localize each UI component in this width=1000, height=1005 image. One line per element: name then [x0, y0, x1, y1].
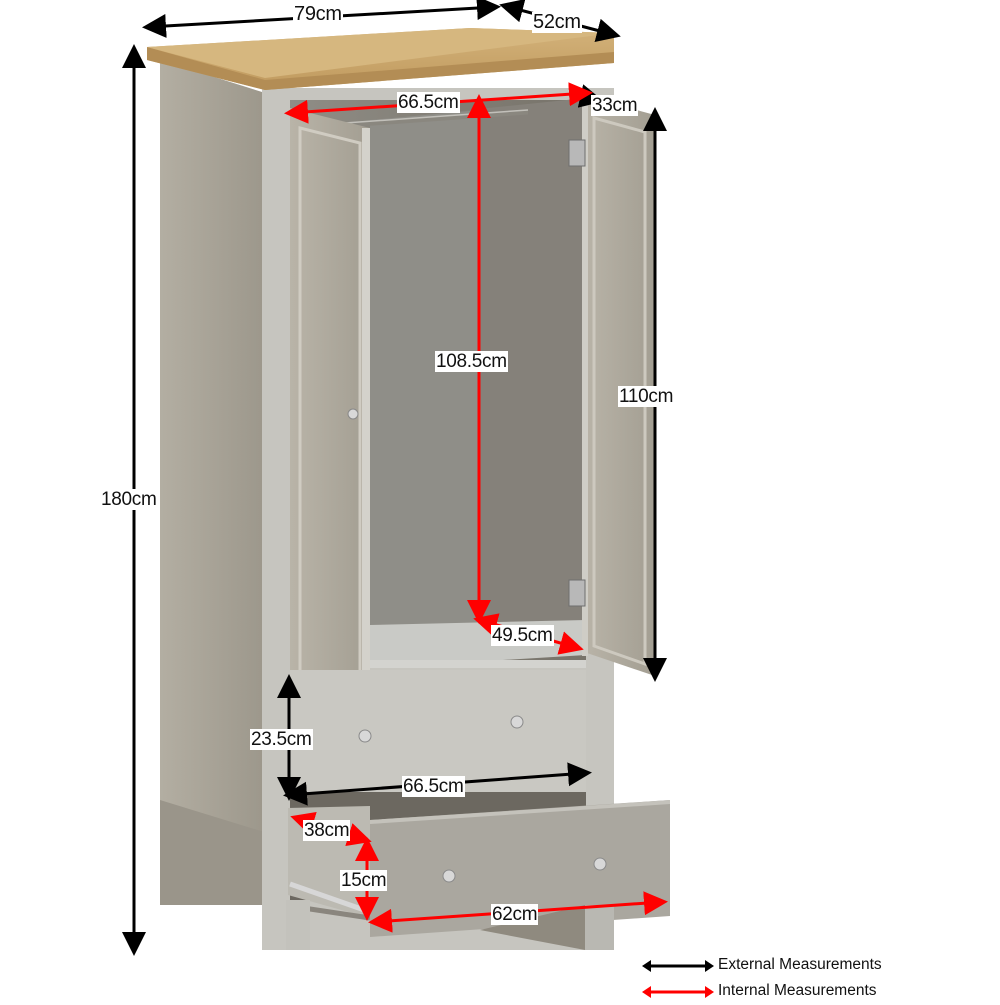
- label-width: 79cm: [293, 3, 343, 25]
- label-drawer-front-height: 23.5cm: [250, 729, 313, 750]
- legend-external: External Measurements: [642, 956, 942, 978]
- top-drawer: [290, 670, 586, 792]
- lower-hinge: [568, 579, 586, 607]
- cabinet-side-panel: [160, 60, 290, 905]
- label-height: 180cm: [100, 489, 158, 510]
- oak-worktop: [147, 28, 614, 90]
- label-door-height: 110cm: [618, 386, 675, 407]
- left-door: [290, 108, 370, 698]
- legend-external-label: External Measurements: [718, 956, 882, 973]
- black-double-arrow-icon: [642, 960, 714, 972]
- bottom-drawer-knob-right: [593, 857, 607, 871]
- label-depth: 52cm: [532, 11, 582, 33]
- top-drawer-knob-left: [358, 729, 372, 743]
- label-hanging-width: 66.5cm: [397, 92, 460, 113]
- label-drawer-height: 15cm: [340, 870, 388, 891]
- left-door-knob: [347, 408, 359, 420]
- label-hanging-height: 108.5cm: [435, 351, 508, 372]
- legend-internal-label: Internal Measurements: [718, 982, 877, 999]
- top-drawer-knob-right: [510, 715, 524, 729]
- upper-hinge: [568, 139, 586, 167]
- label-drawer-depth: 38cm: [303, 820, 351, 841]
- legend-internal: Internal Measurements: [642, 982, 942, 1004]
- bottom-drawer-knob-left: [442, 869, 456, 883]
- label-drawer-width: 62cm: [491, 904, 539, 925]
- label-hanging-depth: 49.5cm: [491, 625, 554, 646]
- red-double-arrow-icon: [642, 986, 714, 998]
- label-door-width: 33cm: [591, 95, 639, 116]
- label-drawer-opening-width: 66.5cm: [402, 776, 465, 797]
